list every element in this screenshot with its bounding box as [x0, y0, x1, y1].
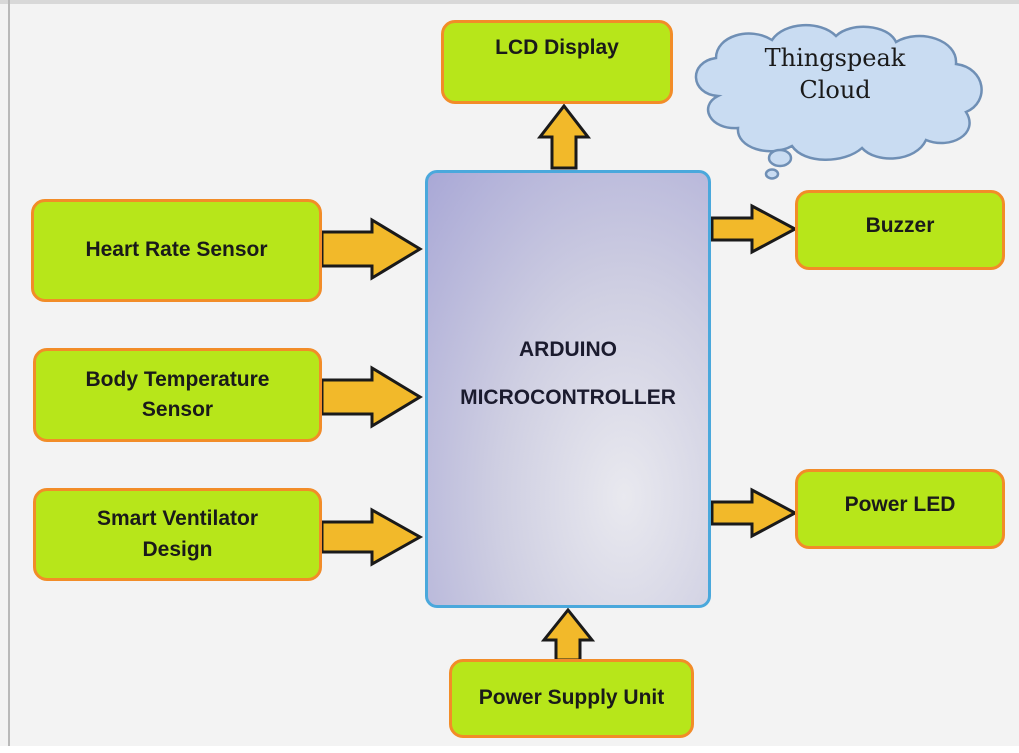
- power-led-block: Power LED: [795, 469, 1005, 549]
- frame-top-edge: [0, 0, 1019, 4]
- smart-ventilator-block: Smart Ventilator Design: [33, 488, 322, 581]
- arrow-mcu-to-power-led: [710, 487, 799, 539]
- body-temperature-label-line2: Sensor: [141, 398, 214, 421]
- cloud-body: [694, 23, 983, 161]
- arrow-heart-rate-to-mcu: [320, 217, 423, 281]
- arrow-mcu-to-lcd: [536, 103, 592, 170]
- lcd-display-block: LCD Display: [441, 20, 673, 104]
- arrow-body-temp-to-mcu: [320, 365, 423, 429]
- thingspeak-cloud: Thingspeak Cloud: [680, 18, 1002, 180]
- smart-ventilator-label-line1: Smart Ventilator: [96, 507, 259, 531]
- body-temperature-sensor-block: Body Temperature Sensor: [33, 348, 322, 442]
- frame-left-edge: [8, 0, 10, 753]
- heart-rate-sensor-block: Heart Rate Sensor: [31, 199, 322, 302]
- lcd-display-label: LCD Display: [495, 35, 619, 59]
- heart-rate-sensor-label: Heart Rate Sensor: [85, 238, 268, 262]
- mcu-label-line1: ARDUINO: [519, 337, 617, 361]
- smart-ventilator-label: Smart Ventilator Design: [97, 504, 258, 565]
- cloud-shape: [694, 23, 983, 180]
- arduino-microcontroller-block: ARDUINO MICROCONTROLLER: [425, 170, 711, 608]
- buzzer-label: Buzzer: [865, 213, 935, 237]
- frame-bottom-edge: [0, 746, 1019, 753]
- cloud-label-line2: Cloud: [799, 76, 871, 105]
- arrow-power-supply-to-mcu: [540, 607, 596, 662]
- body-temperature-sensor-label: Body Temperature Sensor: [86, 365, 270, 426]
- mcu-label-line2: MICROCONTROLLER: [460, 386, 676, 409]
- body-temperature-label-line1: Body Temperature: [85, 367, 270, 391]
- power-supply-unit-label: Power Supply Unit: [478, 686, 665, 710]
- smart-ventilator-label-line2: Design: [142, 537, 213, 561]
- cloud-bubble-large: [767, 148, 793, 168]
- arrow-mcu-to-buzzer: [710, 203, 799, 255]
- power-supply-unit-block: Power Supply Unit: [449, 659, 694, 738]
- cloud-bubble-small: [764, 168, 780, 180]
- cloud-label: Thingspeak Cloud: [720, 42, 950, 107]
- cloud-label-line1: Thingspeak: [764, 44, 906, 72]
- power-led-label: Power LED: [844, 492, 956, 516]
- arrow-ventilator-to-mcu: [320, 507, 424, 567]
- buzzer-block: Buzzer: [795, 190, 1005, 270]
